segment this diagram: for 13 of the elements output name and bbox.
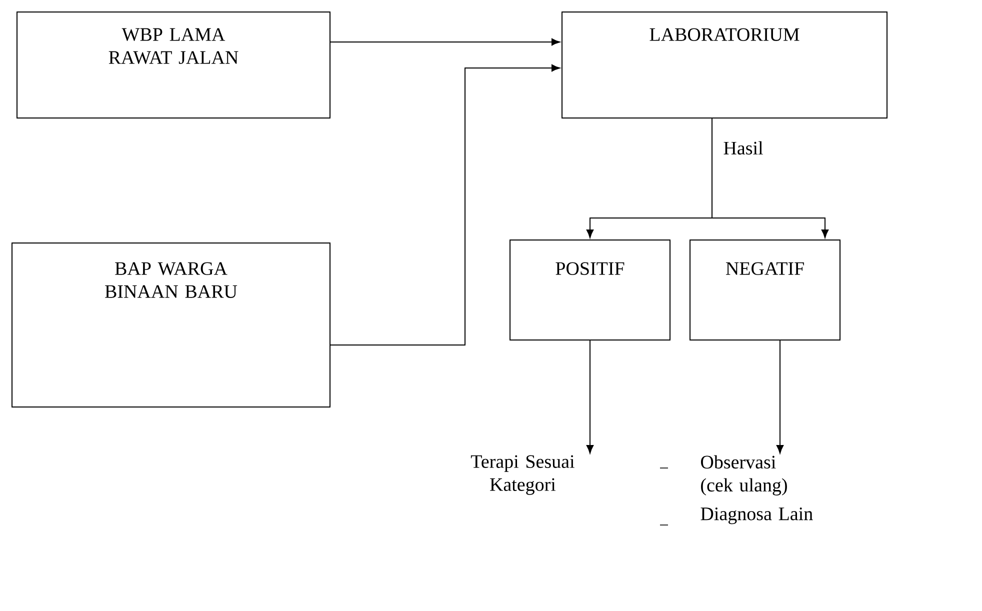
arrow	[586, 340, 594, 454]
arrow	[330, 64, 560, 346]
arrow	[776, 340, 784, 454]
result-text: Terapi Sesuai Kategori	[470, 455, 574, 495]
arrow	[330, 38, 560, 46]
process-box: WBP LAMA RAWAT JALAN	[16, 12, 330, 118]
result-list: Observasi (cek ulang) Diagnosa Lain	[700, 455, 813, 524]
process-box: BAP WARGA BINAAN BARU	[12, 242, 330, 408]
process-box: POSITIF	[510, 240, 670, 340]
process-box: NEGATIF	[690, 240, 840, 340]
process-box: LABORATORIUM	[562, 12, 888, 118]
arrow	[712, 118, 829, 238]
edge-label: Hasil	[724, 141, 763, 155]
